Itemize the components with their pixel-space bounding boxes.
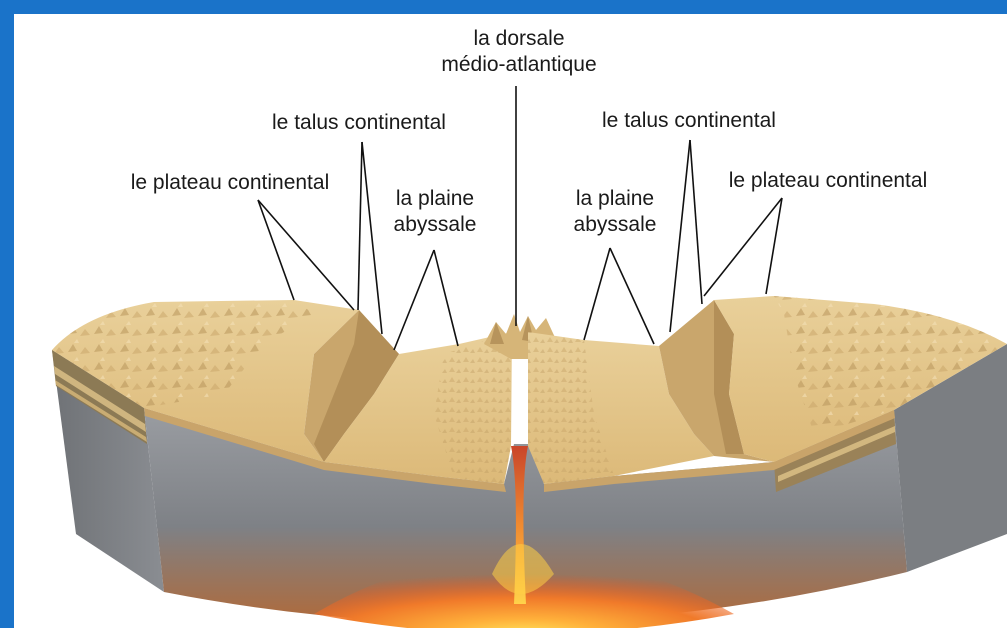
leader-plain-left-a: [394, 250, 434, 350]
label-plain-right-line1: la plaine: [550, 186, 680, 212]
label-plain-right: la plaine abyssale: [550, 186, 680, 238]
label-ridge: la dorsale médio-atlantique: [409, 26, 629, 78]
leader-shelf-right-b: [766, 198, 782, 294]
leader-slope-right-b: [690, 140, 702, 304]
label-plain-right-line2: abyssale: [550, 212, 680, 238]
label-plain-left: la plaine abyssale: [370, 186, 500, 238]
label-slope-right: le talus continental: [574, 108, 804, 134]
label-slope-left: le talus continental: [244, 110, 474, 136]
label-shelf-left: le plateau continental: [110, 170, 350, 196]
leader-plain-right-b: [610, 248, 654, 344]
label-shelf-right: le plateau continental: [708, 168, 948, 194]
leader-slope-left-b: [362, 142, 382, 334]
label-plain-left-line2: abyssale: [370, 212, 500, 238]
label-ridge-line1: la dorsale: [409, 26, 629, 52]
leader-shelf-left-b: [258, 200, 354, 310]
diagram-frame: la dorsale médio-atlantique le talus con…: [14, 14, 1007, 628]
ocean-floor-diagram: [14, 14, 1007, 628]
leader-plain-left-b: [434, 250, 458, 346]
leader-shelf-left-a: [258, 200, 294, 300]
label-ridge-line2: médio-atlantique: [409, 52, 629, 78]
leader-plain-right-a: [584, 248, 610, 340]
label-plain-left-line1: la plaine: [370, 186, 500, 212]
leader-shelf-right-a: [704, 198, 782, 296]
leader-slope-left-a: [358, 142, 362, 310]
